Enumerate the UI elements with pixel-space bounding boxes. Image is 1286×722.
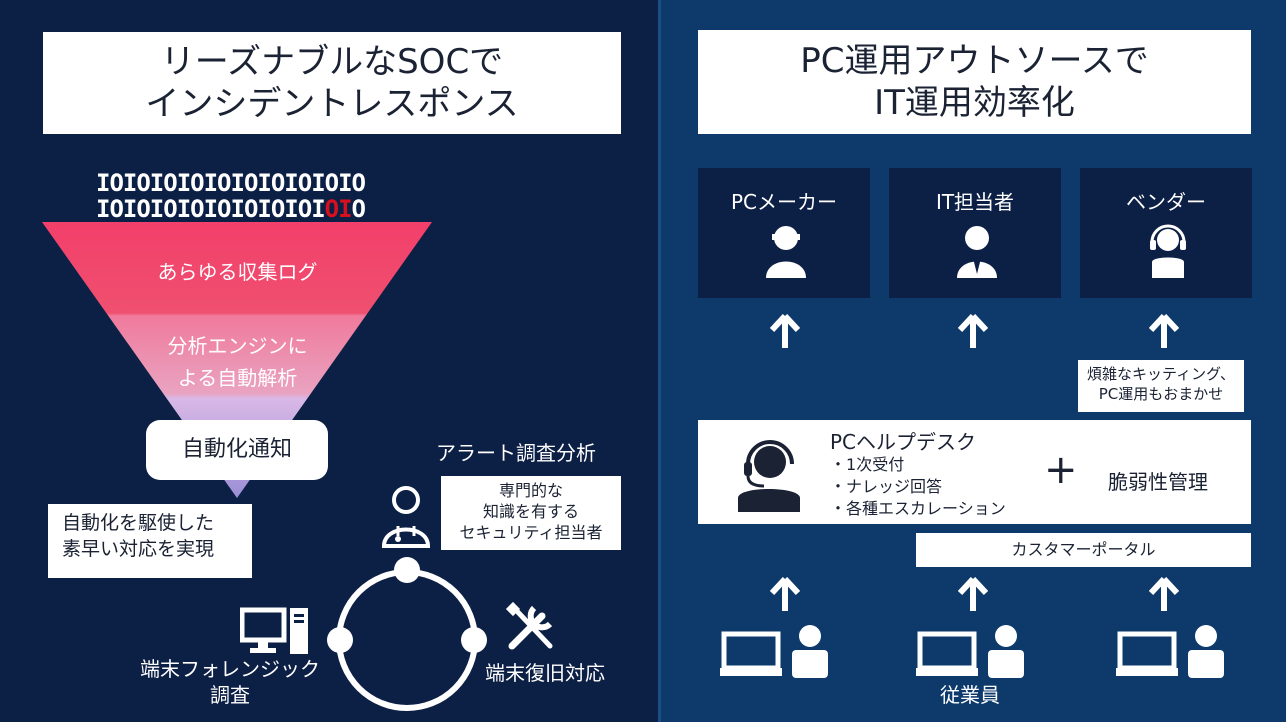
arrow-up-icon [1149, 314, 1179, 348]
forensic-label: 端末フォレンジック 調査 [120, 656, 340, 708]
binary-line-2-red: OI [324, 195, 353, 223]
specialist-line2: 知識を有する [482, 502, 579, 521]
laptop-user-icon [1116, 625, 1224, 678]
vulnerability-label: 脆弱性管理 [1108, 470, 1208, 494]
helpdesk-item: ナレッジ回答 [830, 476, 1006, 498]
employees-label: 従業員 [940, 683, 1000, 707]
kitting-note: 煩雑なキッティング、 PC運用もおまかせ [1078, 360, 1244, 412]
role-pc-maker-label: PCメーカー [730, 190, 838, 214]
role-it-staff-label: IT担当者 [935, 190, 1015, 214]
right-title-line2: IT運用効率化 [874, 83, 1075, 123]
helpdesk-items: 1次受付 ナレッジ回答 各種エスカレーション [830, 454, 1006, 520]
specialist-line3: セキュリティ担当者 [459, 523, 603, 542]
role-vendor-label: ベンダー [1126, 190, 1206, 214]
laptop-user-icon [916, 625, 1024, 678]
recovery-label: 端末復旧対応 [485, 661, 605, 685]
arrow-up-icon [958, 314, 988, 348]
binary-line-1: IOIOIOIOIOIOIOIOIOIO [96, 169, 366, 197]
doctor-icon [381, 486, 431, 548]
alert-analysis-title: アラート調査分析 [436, 441, 596, 465]
binary-stream: IOIOIOIOIOIOIOIOIOIO IOIOIOIOIOIOIOIOIOI… [96, 169, 366, 223]
customer-portal: カスタマーポータル [916, 533, 1251, 567]
arrow-up-icon [770, 314, 800, 348]
arrow-up-icon [1149, 577, 1179, 611]
binary-line-2: IOIOIOIOIOIOIOIOIOIO [96, 195, 366, 223]
kitting-line1: 煩雑なキッティング、 [1086, 365, 1236, 383]
binary-line-2-b: O [351, 195, 366, 223]
auto-note-line1: 自動化を駆使した [62, 512, 215, 534]
arrow-up-icon [958, 577, 988, 611]
helpdesk-item: 各種エスカレーション [830, 498, 1006, 520]
auto-response-note: 自動化を駆使した 素早い対応を実現 [48, 504, 252, 578]
role-it-staff: IT担当者 [889, 168, 1061, 298]
helpdesk-item: 1次受付 [830, 454, 1006, 476]
tools-icon [505, 601, 553, 650]
staff-icon [957, 226, 997, 278]
auto-notify-badge: 自動化通知 [146, 420, 328, 480]
user-icon [766, 226, 806, 278]
specialist-line1: 専門的な [498, 481, 563, 500]
role-pc-maker: PCメーカー [698, 168, 870, 298]
helpdesk-box: PCヘルプデスク 1次受付 ナレッジ回答 各種エスカレーション + 脆弱性管理 [698, 420, 1251, 524]
binary-line-2-a: IOIOIOIOIOIOIOIOI [96, 195, 326, 223]
headset-user-icon [1150, 224, 1186, 278]
response-cycle [327, 557, 487, 711]
computer-icon [240, 607, 308, 654]
left-title-line2: インシデントレスポンス [145, 84, 519, 124]
auto-note-line2: 素早い対応を実現 [62, 538, 215, 560]
left-title-line1: リーズナブルなSOCで [160, 42, 504, 82]
funnel-mid-line2: よる自動解析 [177, 366, 298, 390]
plus-sign: + [1044, 447, 1078, 493]
headset-user-icon [738, 440, 800, 512]
panel-divider [658, 0, 661, 722]
arrow-up-icon [770, 577, 800, 611]
laptop-user-icon [720, 625, 828, 678]
funnel-mid-line1: 分析エンジンに [167, 334, 308, 358]
helpdesk-title: PCヘルプデスク [830, 430, 977, 454]
right-title-line1: PC運用アウトソースで [800, 41, 1149, 81]
kitting-line2: PC運用もおまかせ [1098, 385, 1224, 403]
funnel-graphic [42, 222, 432, 498]
specialist-note: 専門的な 知識を有する セキュリティ担当者 [441, 476, 621, 550]
forensic-line1: 端末フォレンジック [140, 657, 320, 681]
right-title: PC運用アウトソースで IT運用効率化 [698, 30, 1251, 134]
funnel-mid-label: 分析エンジンに よる自動解析 [40, 330, 435, 394]
role-vendor: ベンダー [1080, 168, 1252, 298]
left-title: リーズナブルなSOCで インシデントレスポンス [43, 32, 621, 134]
forensic-line2: 調査 [210, 683, 250, 707]
funnel-top-label: あらゆる収集ログ [157, 260, 318, 284]
